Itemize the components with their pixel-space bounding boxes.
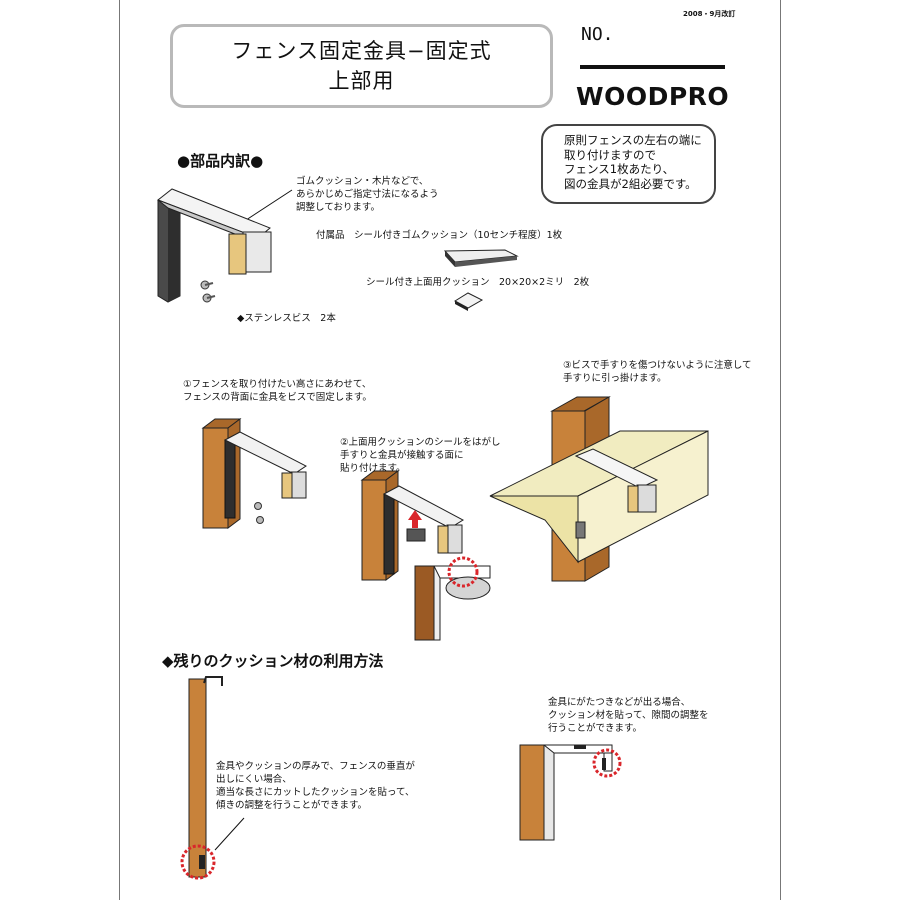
step-2-line: 貼り付けます。 bbox=[340, 463, 406, 474]
step-2-line: 手すりと金具が接触する面に bbox=[340, 450, 464, 461]
step-3-line: 手すりに引っ掛けます。 bbox=[563, 373, 667, 384]
remaining-left-note: 金具やクッションの厚みで、フェンスの垂直が 出しにくい場合、 適当な長さにカット… bbox=[216, 760, 415, 812]
cushion-note-line: あらかじめご指定寸法になるよう bbox=[296, 189, 439, 200]
cushion-note-line: 調整しております。 bbox=[296, 202, 380, 213]
cushion-note: ゴムクッション・木片などで、 あらかじめご指定寸法になるよう 調整しております。 bbox=[296, 175, 439, 214]
note-line: 図の金具が2組必要です。 bbox=[564, 176, 697, 191]
brand-logo: WOODPRO bbox=[576, 82, 730, 111]
remaining-left-line: 金具やクッションの厚みで、フェンスの垂直が bbox=[216, 761, 415, 772]
step-3-line: ③ビスで手すりを傷つけないように注意して bbox=[563, 360, 752, 371]
step-1-text: ①フェンスを取り付けたい高さにあわせて、 フェンスの背面に金具をビスで固定します… bbox=[183, 378, 372, 404]
note-box: 原則フェンスの左右の端に 取り付けますので フェンス1枚あたり、 図の金具が2組… bbox=[541, 124, 716, 204]
step-1-line: フェンスの背面に金具をビスで固定します。 bbox=[183, 392, 372, 403]
brand-rule bbox=[580, 65, 725, 69]
remaining-right-line: クッション材を貼って、隙間の調整を bbox=[548, 710, 709, 721]
remaining-heading: ◆残りのクッション材の利用方法 bbox=[162, 652, 384, 670]
accessory-top-cushion: シール付き上面用クッション 20×20×2ミリ 2枚 bbox=[366, 277, 590, 288]
accessory-rubber-cushion: 付属品 シール付きゴムクッション（10センチ程度）1枚 bbox=[316, 230, 563, 241]
revision-date: 2008・9月改訂 bbox=[683, 10, 736, 18]
remaining-right-note: 金具にがたつきなどが出る場合、 クッション材を貼って、隙間の調整を 行うことがで… bbox=[548, 696, 709, 735]
step-2-text: ②上面用クッションのシールをはがし 手すりと金具が接触する面に 貼り付けます。 bbox=[340, 436, 501, 475]
title-line-2: 上部用 bbox=[328, 69, 395, 93]
cushion-note-line: ゴムクッション・木片などで、 bbox=[296, 176, 429, 187]
page-left-border bbox=[119, 0, 120, 900]
note-line: フェンス1枚あたり、 bbox=[564, 162, 675, 176]
note-line: 取り付けますので bbox=[564, 147, 656, 162]
note-line: 原則フェンスの左右の端に bbox=[564, 133, 702, 147]
number-label: NO. bbox=[581, 24, 614, 45]
page-right-border bbox=[780, 0, 781, 900]
title-box: フェンス固定金具−固定式 上部用 bbox=[170, 24, 553, 108]
remaining-left-line: 傾きの調整を行うことができます。 bbox=[216, 800, 368, 811]
step-2-line: ②上面用クッションのシールをはがし bbox=[340, 437, 501, 448]
screws-label: ◆ステンレスビス 2本 bbox=[237, 313, 336, 324]
remaining-right-line: 行うことができます。 bbox=[548, 723, 643, 734]
parts-heading: ●部品内訳● bbox=[177, 152, 264, 170]
step-3-text: ③ビスで手すりを傷つけないように注意して 手すりに引っ掛けます。 bbox=[563, 359, 752, 385]
step-1-line: ①フェンスを取り付けたい高さにあわせて、 bbox=[183, 379, 372, 390]
remaining-right-line: 金具にがたつきなどが出る場合、 bbox=[548, 697, 691, 708]
title-line-1: フェンス固定金具−固定式 bbox=[231, 39, 492, 63]
remaining-left-line: 適当な長さにカットしたクッションを貼って、 bbox=[216, 787, 415, 798]
remaining-left-line: 出しにくい場合、 bbox=[216, 774, 292, 785]
